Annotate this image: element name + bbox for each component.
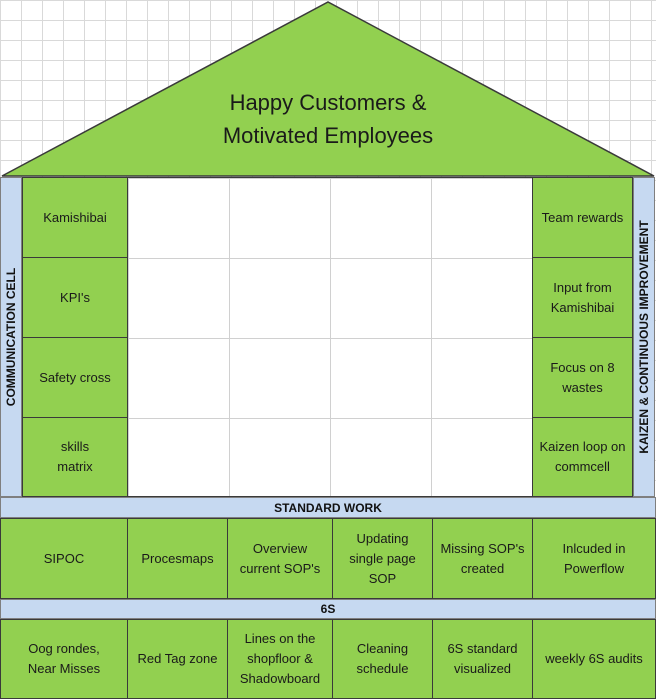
right-pillar-item-kaizen-loop: Kaizen loop on commcell <box>532 417 633 497</box>
kaizen-improvement-label: KAIZEN & CONTINUOUS IMPROVEMENT <box>633 177 655 497</box>
right-pillar-item-input-kamishibai: Input from Kamishibai <box>532 257 633 338</box>
six-s-item-red-tag: Red Tag zone <box>127 619 228 699</box>
roof-title: Happy Customers & Motivated Employees <box>150 86 506 152</box>
left-pillar-item-kpis: KPI's <box>22 257 128 338</box>
right-pillar-item-team-rewards: Team rewards <box>532 177 633 258</box>
standard-work-item-powerflow: Inlcuded in Powerflow <box>532 518 656 599</box>
six-s-label: 6S <box>0 599 656 619</box>
standard-work-item-overview-sops: Overview current SOP's <box>227 518 333 599</box>
six-s-item-6s-standard: 6S standard visualized <box>432 619 533 699</box>
standard-work-label: STANDARD WORK <box>0 497 656 518</box>
six-s-item-cleaning-schedule: Cleaning schedule <box>332 619 433 699</box>
standard-work-item-sipoc: SIPOC <box>0 518 128 599</box>
roof-title-line-2: Motivated Employees <box>222 123 434 148</box>
communication-cell-label: COMMUNICATION CELL <box>0 177 22 497</box>
roof-title-line-1: Happy Customers & <box>229 90 427 115</box>
standard-work-item-procesmaps: Procesmaps <box>127 518 228 599</box>
house-interior <box>127 177 533 497</box>
right-pillar-item-focus-wastes: Focus on 8 wastes <box>532 337 633 418</box>
standard-work-item-missing-sops: Missing SOP's created <box>432 518 533 599</box>
left-pillar-item-safety-cross: Safety cross <box>22 337 128 418</box>
six-s-item-oog-rondes: Oog rondes, Near Misses <box>0 619 128 699</box>
left-pillar-item-kamishibai: Kamishibai <box>22 177 128 258</box>
left-pillar-item-skills-matrix: skills matrix <box>22 417 128 497</box>
six-s-item-weekly-audits: weekly 6S audits <box>532 619 656 699</box>
six-s-item-lines-shopfloor: Lines on the shopfloor & Shadowboard <box>227 619 333 699</box>
roof <box>1 1 655 177</box>
standard-work-item-updating-sop: Updating single page SOP <box>332 518 433 599</box>
